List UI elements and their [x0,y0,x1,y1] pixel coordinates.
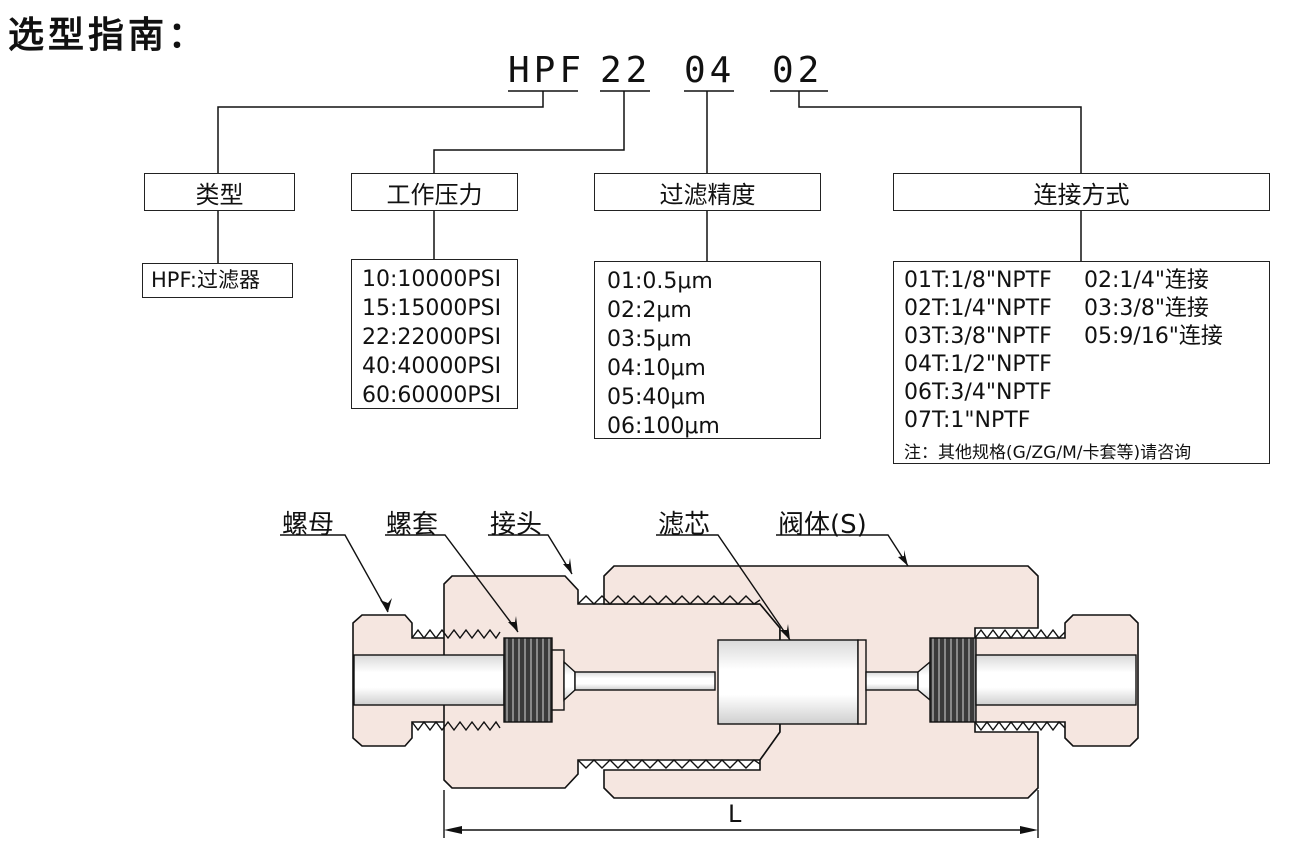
pressure-option: 22:22000PSI [362,325,502,350]
connection-option: 03T:3/8"NPTF [904,324,1052,349]
pressure-options: 10:10000PSI 15:15000PSI 22:22000PSI 40:4… [351,259,518,409]
code-filter: 04 [684,50,736,91]
filter-option: 04:10μm [607,356,706,381]
filter-option: 06:100μm [607,414,720,439]
filter-option: 01:0.5μm [607,269,713,294]
filter-option: 02:2μm [607,298,692,323]
dimension-length-label: L [728,800,742,828]
connection-left-column: 01T:1/8"NPTF 02T:1/4"NPTF 03T:3/8"NPTF 0… [894,262,1062,440]
label-valve-body: 阀体(S) [778,510,867,540]
page-title: 选型指南： [8,15,209,56]
sleeve-left [503,637,553,723]
filter-options: 01:0.5μm 02:2μm 03:5μm 04:10μm 05:40μm 0… [594,261,821,439]
pressure-header: 工作压力 [351,173,518,211]
pressure-option: 10:10000PSI [362,267,502,292]
label-filter-core: 滤芯 [658,510,711,540]
filter-header: 过滤精度 [594,173,821,211]
filter-core [717,639,859,725]
code-type: HPF [508,50,586,91]
threads [411,595,1066,769]
type-options: HPF:过滤器 [142,263,293,298]
connection-note: 注：其他规格(G/ZG/M/卡套等)请咨询 [904,443,1192,463]
pressure-option: 60:60000PSI [362,383,502,408]
bore-center [574,671,716,691]
label-nut: 螺母 [282,510,335,540]
connection-option: 05:9/16"连接 [1084,324,1223,349]
connection-option: 02T:1/4"NPTF [904,296,1052,321]
code-pressure: 22 [600,50,652,91]
label-sleeve: 螺套 [386,510,439,540]
filter-option: 03:5μm [607,327,692,352]
pressure-option: 40:40000PSI [362,354,502,379]
type-header: 类型 [144,173,295,211]
connection-option: 04T:1/2"NPTF [904,352,1052,377]
connection-option: 01T:1/8"NPTF [904,268,1052,293]
label-joint: 接头 [490,510,543,540]
connection-option: 07T:1"NPTF [904,408,1031,433]
pressure-option: 15:15000PSI [362,296,502,321]
connection-right-column: 02:1/4"连接 03:3/8"连接 05:9/16"连接 [1084,262,1223,356]
connection-header: 连接方式 [893,173,1270,211]
connection-options: 01T:1/8"NPTF 02T:1/4"NPTF 03T:3/8"NPTF 0… [893,261,1270,464]
type-option: HPF:过滤器 [151,268,260,292]
filter-option: 05:40μm [607,385,706,410]
sleeve-right [929,637,977,723]
connection-option: 03:3/8"连接 [1084,296,1209,321]
connection-option: 06T:3/4"NPTF [904,380,1052,405]
bore-left [353,654,505,706]
bore-right [975,654,1137,706]
code-connection: 02 [772,50,824,91]
connection-option: 02:1/4"连接 [1084,268,1209,293]
